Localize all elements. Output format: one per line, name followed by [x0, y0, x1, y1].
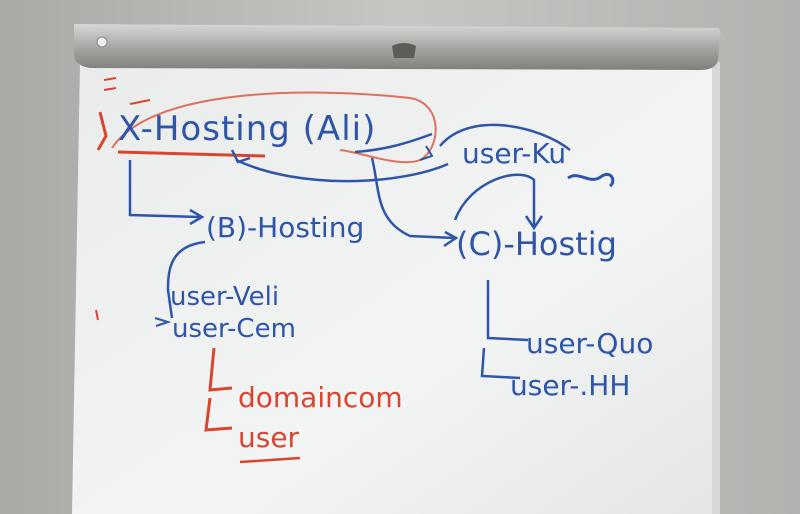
- user-hh-label: user-.HH: [510, 369, 631, 402]
- whiteboard-surface: [72, 62, 718, 514]
- user-veli-label: user-Veli: [170, 282, 280, 312]
- x-hosting-label: X-Hosting (Ali): [118, 109, 377, 149]
- user-cem-label: user-Cem: [172, 314, 296, 344]
- user-ku-label: user-Ku: [462, 137, 567, 170]
- domain-label: domaincom: [238, 381, 403, 414]
- user-quo-label: user-Quo: [526, 327, 654, 360]
- c-hosting-label: (C)-Hostig: [456, 225, 617, 263]
- user-red-label: user: [238, 421, 300, 454]
- b-hosting-label: (B)-Hosting: [206, 211, 365, 244]
